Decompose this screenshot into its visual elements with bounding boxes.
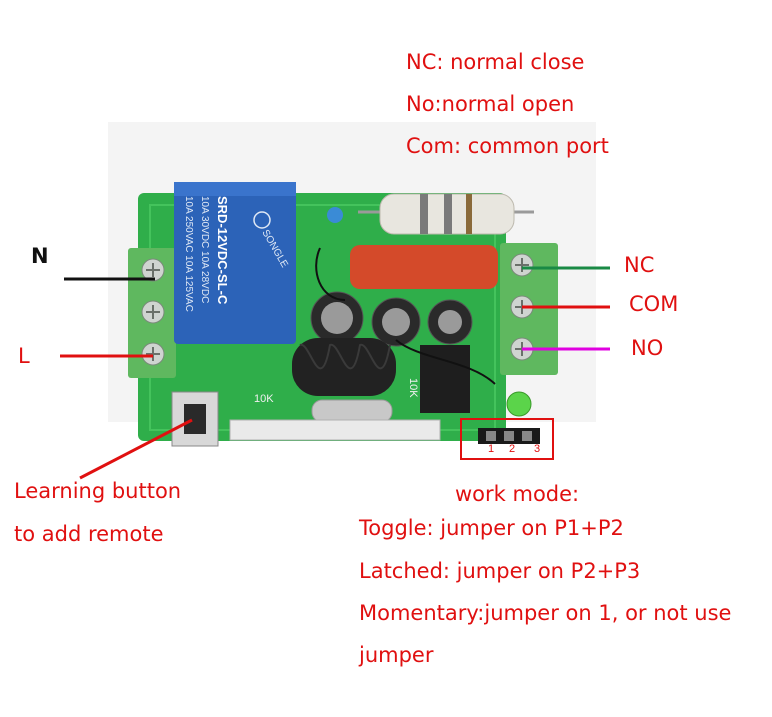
jumper-pin-2: 2 [509, 443, 515, 455]
antenna-coil [292, 338, 396, 396]
power-resistor [358, 193, 534, 235]
work-mode-toggle: Toggle: jumper on P1+P2 [359, 516, 624, 540]
electrolytic-capacitors [310, 291, 473, 347]
terminal-label-com: COM [629, 292, 679, 316]
right-terminal-block [500, 243, 558, 375]
pcb-resistor-label: 10K [407, 378, 419, 398]
jumper-pin-3: 3 [534, 443, 540, 455]
pointer-line-learning [79, 418, 193, 480]
jumper-pin-1: 1 [488, 443, 494, 455]
learning-push-button [171, 391, 219, 447]
crystal-oscillator [311, 399, 393, 423]
relay-label-1: 10A 250VAC 10A 125VAC [183, 196, 194, 312]
antenna-wire [395, 339, 496, 385]
work-mode-latched: Latched: jumper on P2+P3 [359, 559, 641, 583]
relay-logo-icon [253, 211, 271, 229]
terminal-label-n: N [31, 244, 49, 268]
relay: 10A 250VAC 10A 125VAC 10A 30VDC 10A 28VD… [174, 182, 296, 344]
status-led [506, 391, 532, 417]
wire-black [315, 247, 346, 301]
terminal-label-l: L [18, 344, 30, 368]
learning-label-line1: Learning button [14, 479, 182, 503]
relay-label-2: 10A 30VDC 10A 28VDC [199, 196, 210, 303]
legend-nc: NC: normal close [406, 50, 585, 74]
legend-no: No:normal open [406, 92, 575, 116]
film-capacitor [350, 245, 498, 289]
terminal-label-nc: NC [624, 253, 655, 277]
work-mode-momentary-cont: jumper [359, 643, 434, 667]
jumper-header [478, 428, 540, 444]
terminal-label-no: NO [631, 336, 664, 360]
work-mode-momentary: Momentary:jumper on 1, or not use [359, 601, 732, 625]
small-capacitor [327, 207, 343, 223]
pcb-resistor-label-2: 10K [254, 393, 274, 405]
jumper-highlight-box [460, 418, 554, 460]
left-terminal-block [128, 248, 176, 378]
relay-model: SRD-12VDC-SL-C [215, 196, 230, 305]
receiver-module [229, 419, 441, 441]
legend-com: Com: common port [406, 134, 609, 158]
work-mode-title: work mode: [455, 482, 580, 506]
learning-label-line2: to add remote [14, 522, 164, 546]
